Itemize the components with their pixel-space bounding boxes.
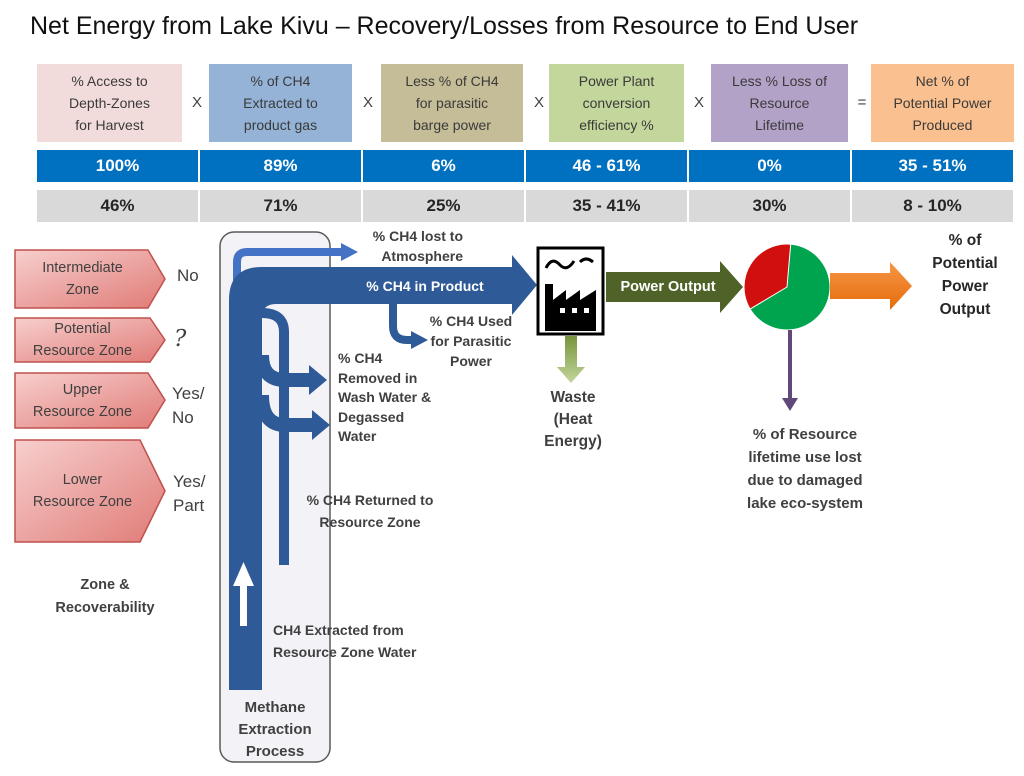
worst-value-access: 46% (37, 190, 198, 222)
extraction-up-arrow-shaft (240, 584, 247, 626)
wash-water-arrowhead (309, 365, 327, 395)
lost-to-atmosphere-arrow (233, 248, 344, 300)
recoverability-potential: ? (174, 326, 187, 352)
parasitic-power-arrowhead (411, 331, 428, 349)
zone-shape-upper (14, 372, 166, 429)
methane-product-arrow (229, 255, 537, 690)
extracted-from-resource-label: CH4 Extracted from Resource Zone Water (273, 622, 417, 660)
recoverability-lower: Yes/ Part (173, 472, 206, 515)
factor-conversion: Power Plant conversion efficiency % (549, 64, 684, 142)
wash-water-arrow (255, 354, 312, 387)
lifetime-loss-arrowhead (782, 398, 798, 411)
best-value-access: 100% (37, 150, 198, 182)
zone-shape-potential (14, 317, 166, 363)
worst-value-lifetime: 30% (689, 190, 850, 222)
zone-label-upper: Upper Resource Zone (32, 381, 133, 420)
returned-to-resource-label: % CH4 Returned to Resource Zone (306, 492, 434, 530)
best-value-net: 35 - 51% (852, 150, 1013, 182)
best-value-extracted: 89% (200, 150, 361, 182)
parasitic-power-label: % CH4 Used for Parasitic Power (429, 313, 513, 369)
factor-access: % Access to Depth-Zones for Harvest (37, 64, 182, 142)
page-title: Net Energy from Lake Kivu – Recovery/Los… (30, 12, 859, 40)
power-plant-icon (536, 246, 605, 336)
parasitic-power-arrow (389, 304, 414, 344)
degassed-water-arrowhead (312, 410, 330, 440)
factor-parasitic: Less % of CH4 for parasitic barge power (381, 64, 523, 142)
zone-shape-lower (14, 439, 166, 543)
lifetime-loss-label: % of Resource lifetime use lost due to d… (747, 426, 863, 512)
potential-power-output-label: % of Potential Power Output (932, 232, 998, 318)
operator-multiply: X (693, 94, 704, 111)
worst-value-extracted: 71% (200, 190, 361, 222)
factor-net: Net % of Potential Power Produced (871, 64, 1014, 142)
pie-chart-lost-segment (743, 243, 792, 310)
best-value-parasitic: 6% (363, 150, 524, 182)
best-value-lifetime: 0% (689, 150, 850, 182)
factor-lifetime: Less % Loss of Resource Lifetime (711, 64, 848, 142)
lost-to-atmosphere-arrowhead (341, 243, 358, 261)
worst-value-parasitic: 25% (363, 190, 524, 222)
worst-value-conversion: 35 - 41% (526, 190, 687, 222)
extraction-up-arrow-head (233, 562, 254, 586)
potential-output-arrow (830, 262, 912, 310)
power-output-arrow (606, 261, 743, 313)
waste-arrow (557, 336, 585, 383)
power-output-label: Power Output (620, 279, 716, 295)
zone-label-lower: Lower Resource Zone (32, 472, 133, 510)
returned-to-resource-arrow (261, 308, 289, 565)
zone-label-potential: Potential Resource Zone (32, 321, 133, 359)
zone-caption: Zone & Recoverability (55, 577, 155, 616)
operator-multiply: X (191, 94, 202, 111)
zone-shape-intermediate (14, 249, 166, 309)
operator-equals: = (857, 94, 867, 111)
product-label: % CH4 in Product (366, 278, 484, 294)
lost-to-atmosphere-label: % CH4 lost to Atmosphere (372, 228, 463, 264)
recoverability-upper: Yes/ No (172, 384, 205, 427)
operator-multiply: X (362, 94, 373, 111)
waste-heat-label: Waste (Heat Energy) (544, 389, 602, 450)
worst-value-net: 8 - 10% (852, 190, 1013, 222)
best-value-conversion: 46 - 61% (526, 150, 687, 182)
degassed-water-arrow (255, 394, 315, 432)
zone-label-intermediate: Intermediate Zone (42, 260, 123, 298)
recoverability-intermediate: No (177, 266, 199, 285)
factor-extracted: % of CH4 Extracted to product gas (209, 64, 352, 142)
operator-multiply: X (533, 94, 544, 111)
wash-water-label: % CH4 Removed in Wash Water & Degassed W… (338, 350, 432, 444)
methane-extraction-process-label: Methane Extraction Process (238, 699, 312, 760)
